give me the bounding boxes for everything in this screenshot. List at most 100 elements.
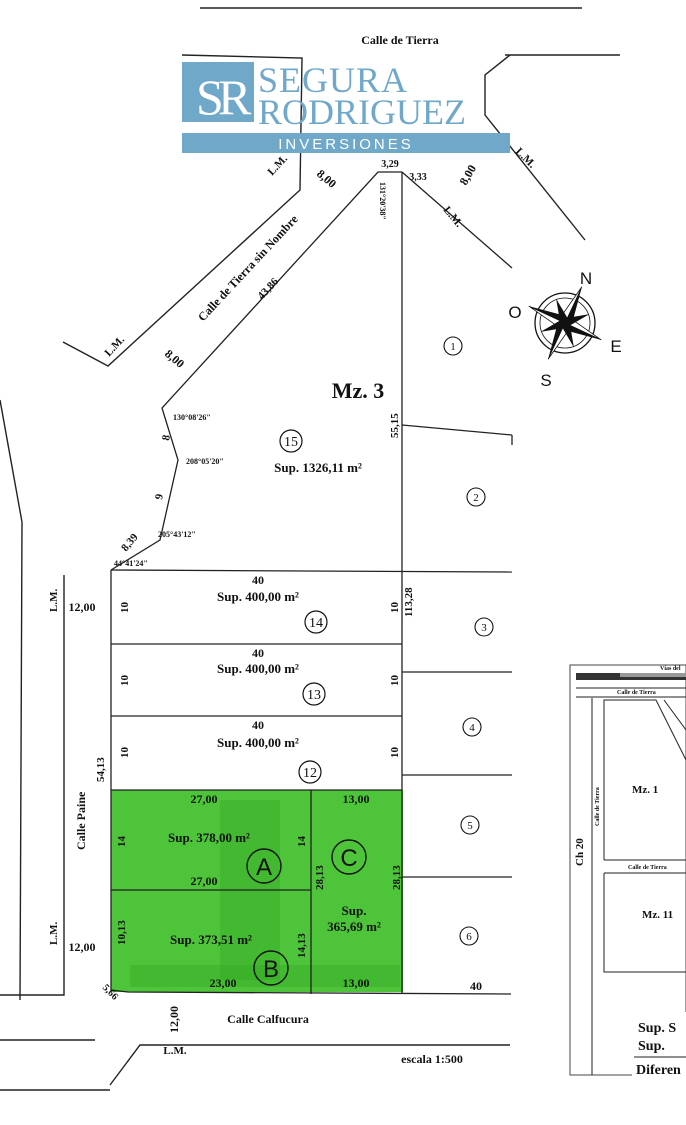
inset-street-top: Calle de Tierra <box>617 690 656 696</box>
lot-13-number: 13 <box>307 688 321 703</box>
lot-number-circle <box>279 429 303 453</box>
company-logo: S R SEGURA RODRIGUEZ INVERSIONES <box>182 60 510 153</box>
lot-12-number: 12 <box>303 766 317 781</box>
block-label: Mz. 3 <box>332 378 385 403</box>
dim-label: 43,86 <box>255 275 281 302</box>
legend-diff: Diferen <box>636 1063 681 1078</box>
lot-b-circle <box>253 950 289 986</box>
dim-label: 10,13 <box>116 920 128 945</box>
logo-line2: RODRIGUEZ <box>258 92 466 132</box>
inset-block11: Mz. 11 <box>642 909 673 921</box>
dim-label: 44°41'24" <box>114 559 148 568</box>
legend-sup-1: Sup. S <box>638 1021 676 1036</box>
dim-label: 10 <box>119 675 131 687</box>
dim-label: 3,29 <box>381 159 399 170</box>
lm-label: L.M. <box>163 1045 186 1057</box>
dim-label: 131°20'38" <box>378 182 387 220</box>
dim-label: 8,00 <box>314 167 339 191</box>
lm-label: L.M. <box>48 589 60 612</box>
dim-label: 10 <box>389 602 401 614</box>
compass-rose-icon <box>528 286 602 360</box>
dim-label: 10 <box>119 747 131 759</box>
inset-route: Vías del <box>660 666 681 672</box>
compass-s: S <box>540 371 551 390</box>
lot-c-letter: C <box>340 845 357 872</box>
lot-a-area: Sup. 378,00 m² <box>168 830 250 845</box>
dim-label: 14,13 <box>296 933 308 958</box>
scale-label: escala 1:500 <box>401 1052 463 1066</box>
lot-b-highlight <box>111 890 311 992</box>
dim-label: 3,33 <box>409 172 427 183</box>
logo-line1: SEGURA <box>258 60 408 100</box>
dim-label: 12,00 <box>167 1006 181 1033</box>
lot-c-area: Sup. <box>342 903 367 918</box>
compass-o: O <box>508 303 521 322</box>
dim-label: 14 <box>116 836 128 848</box>
lot-c-area-value: 365,69 m² <box>327 919 381 934</box>
lm-label: L.M. <box>265 153 290 178</box>
dim-label: 40 <box>252 718 264 732</box>
lot-lines <box>110 171 513 995</box>
dim-label: 12,00 <box>69 940 96 954</box>
compass-e: E <box>610 337 621 356</box>
street-left: Calle Paine <box>74 791 88 850</box>
inset-street-mid: Calle de Tierra <box>628 865 667 871</box>
street-diagonal: Calle de Tierra sin Nombre <box>195 212 301 324</box>
dim-label: 13,00 <box>343 976 370 990</box>
svg-text:S: S <box>196 69 224 125</box>
dim-label: 10 <box>119 602 131 614</box>
dim-label: 205°43'12" <box>158 530 196 539</box>
lot-15-area: Sup. 1326,11 m² <box>274 460 362 475</box>
dim-label: 8,00 <box>456 162 479 187</box>
dim-label: 28,13 <box>391 865 403 890</box>
lot-number-circle <box>304 610 328 634</box>
lot-c-highlight <box>311 790 403 992</box>
lot-a-letter: A <box>256 854 272 881</box>
dim-label: 9 <box>153 493 166 501</box>
dim-label: 27,00 <box>191 874 218 888</box>
dim-label: 12,00 <box>69 600 96 614</box>
inset-street-side: Calle de Tierra <box>595 787 601 826</box>
lot-c-circle <box>331 839 367 875</box>
dim-label: 23,00 <box>210 976 237 990</box>
dim-label: 13,00 <box>343 792 370 806</box>
dim-label: 40 <box>470 979 482 993</box>
dim-label: 14 <box>296 836 308 848</box>
lot-14-number: 14 <box>309 616 323 631</box>
lot-12-area: Sup. 400,00 m² <box>217 735 299 750</box>
lot-number-circle <box>298 760 322 784</box>
highlight-area <box>111 790 403 992</box>
dim-label: 40 <box>252 573 264 587</box>
lot-5-number: 5 <box>467 820 473 832</box>
dim-label: 10 <box>389 747 401 759</box>
street-lines <box>0 7 620 1091</box>
lot-1-number: 1 <box>450 341 456 353</box>
dim-label: 54,13 <box>95 757 107 782</box>
location-inset: Vías del Calle de Tierra Calle de Tierra… <box>569 664 686 1076</box>
dim-label: 55,15 <box>389 413 401 438</box>
right-lots: 1 2 3 4 5 6 <box>443 336 494 946</box>
lm-label: L.M. <box>102 334 127 359</box>
dim-label: 8 <box>160 434 173 442</box>
dim-label: 113,28 <box>403 587 415 617</box>
area-legend: Sup. S Sup. Diferen <box>632 1012 686 1082</box>
lot-b-area: Sup. 373,51 m² <box>170 932 252 947</box>
inset-ch20: Ch 20 <box>574 838 586 866</box>
lm-label: L.M. <box>441 204 465 230</box>
dim-label: 130°08'26" <box>173 413 211 422</box>
lot-4-number: 4 <box>469 722 475 734</box>
lot-a-highlight <box>111 790 311 890</box>
lot-b-letter: B <box>263 956 279 983</box>
dim-label: 27,00 <box>191 792 218 806</box>
lm-label: L.M. <box>513 146 538 171</box>
lm-label: L.M. <box>48 922 60 945</box>
dim-label: 8,00 <box>162 347 187 371</box>
dim-label: 208°05'20" <box>186 457 224 466</box>
lot-6-number: 6 <box>466 931 472 943</box>
legend-sup-2: Sup. <box>638 1039 665 1054</box>
street-top: Calle de Tierra <box>361 33 439 47</box>
lot-3-number: 3 <box>481 622 487 634</box>
compass-n: N <box>580 269 592 288</box>
lot-a-circle <box>246 848 282 884</box>
